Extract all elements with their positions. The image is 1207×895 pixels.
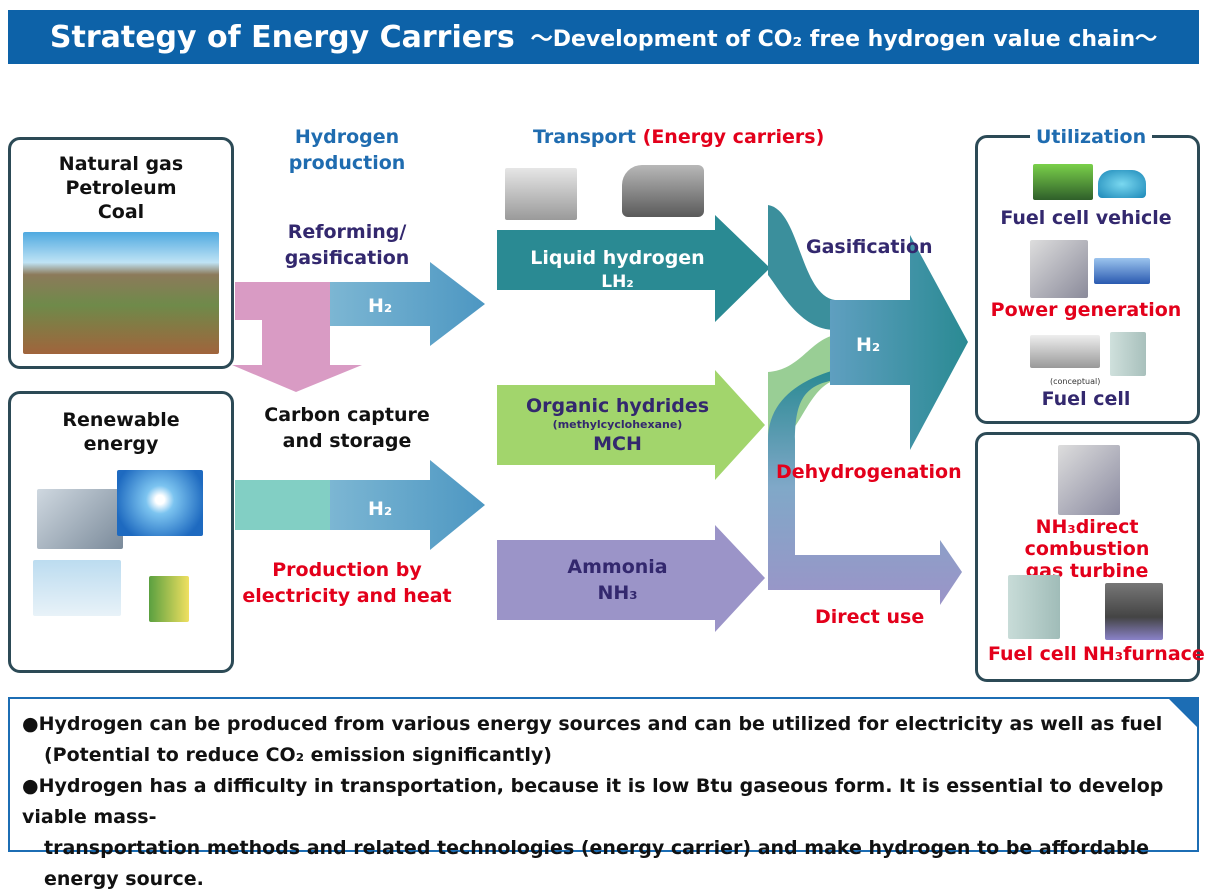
direct-use-label: Direct use [815, 606, 925, 628]
power-generation-label: Power generation [990, 299, 1182, 321]
furnace-image [1105, 583, 1163, 640]
title-banner: Strategy of Energy Carriers ～Development… [8, 10, 1199, 64]
source-renewable: Renewable [62, 409, 180, 431]
h2-arrow-fossil [330, 262, 485, 346]
conceptual-note: (conceptual) [1050, 377, 1101, 386]
solar-collector-image [37, 489, 123, 549]
h2-label-fossil: H₂ [368, 295, 393, 317]
mch-arrow [497, 370, 765, 480]
nh3-fuel-cell-image [1008, 575, 1060, 639]
fuel-cell-vehicle-label: Fuel cell vehicle [1000, 207, 1172, 229]
utilization-heading: Utilization [1030, 124, 1153, 150]
tanker-ship-image [505, 168, 577, 220]
wind-turbines-image [33, 560, 121, 616]
gasification-label: Gasification [806, 236, 933, 258]
source-petroleum: Petroleum [65, 177, 177, 199]
pipeline-landscape-image [23, 232, 219, 354]
engine-image [1094, 258, 1150, 284]
fuel-cell-2-label: Fuel cell [988, 643, 1077, 665]
transport-heading: Transport (Energy carriers) [533, 126, 825, 148]
home-fuel-cell-image [1030, 335, 1100, 368]
reforming-label: Reforming/gasification [284, 221, 410, 269]
note-1-sub: (Potential to reduce CO₂ emission signif… [44, 744, 552, 766]
note-2: ●Hydrogen has a difficulty in transporta… [22, 775, 1164, 828]
tanker-truck-image [622, 165, 704, 217]
vertical-band [768, 370, 962, 605]
dehydrogenation-label: Dehydrogenation [776, 461, 962, 483]
bus-image [1033, 164, 1093, 200]
electrolyzer-image [149, 576, 189, 622]
fuel-cell-label: Fuel cell [1041, 388, 1131, 410]
renewable-source-box: Renewable energy [8, 391, 234, 673]
note-2-cont: transportation methods and related techn… [44, 837, 1149, 890]
nh3-gas-turbine-image [1058, 445, 1120, 515]
pink-ccs-arrow [232, 282, 362, 392]
fossil-source-box: Natural gas Petroleum Coal [8, 137, 234, 369]
page-title: Strategy of Energy Carriers [49, 19, 515, 55]
sun-image [117, 470, 203, 536]
nh3-arrow [497, 525, 765, 632]
nh3-furnace-label: NH₃furnace [1083, 643, 1205, 665]
gasification-curve [768, 205, 835, 330]
carrier-mch: Organic hydrides(methylcyclohexane)MCH [525, 395, 710, 455]
page-subtitle: ～Development of CO₂ free hydrogen value … [530, 27, 1158, 52]
corner-fold-icon [1167, 697, 1199, 729]
lh2-arrow [497, 215, 770, 322]
flow-arrows [232, 205, 968, 632]
teal-band [235, 480, 335, 530]
source-natural-gas: Natural gas [58, 153, 184, 175]
source-energy: energy [83, 433, 159, 455]
gas-turbine-image [1030, 240, 1088, 298]
h2-arrow-renewable [330, 460, 485, 550]
source-coal: Coal [97, 201, 145, 223]
h2-main-arrow [830, 235, 968, 450]
note-1: ●Hydrogen can be produced from various e… [22, 713, 1163, 735]
h2-label-renewable: H₂ [368, 498, 393, 520]
car-image [1098, 170, 1146, 198]
h2-main-label: H₂ [856, 334, 881, 356]
fuel-cell-unit-image [1110, 332, 1146, 376]
summary-box: ●Hydrogen can be produced from various e… [8, 697, 1199, 890]
